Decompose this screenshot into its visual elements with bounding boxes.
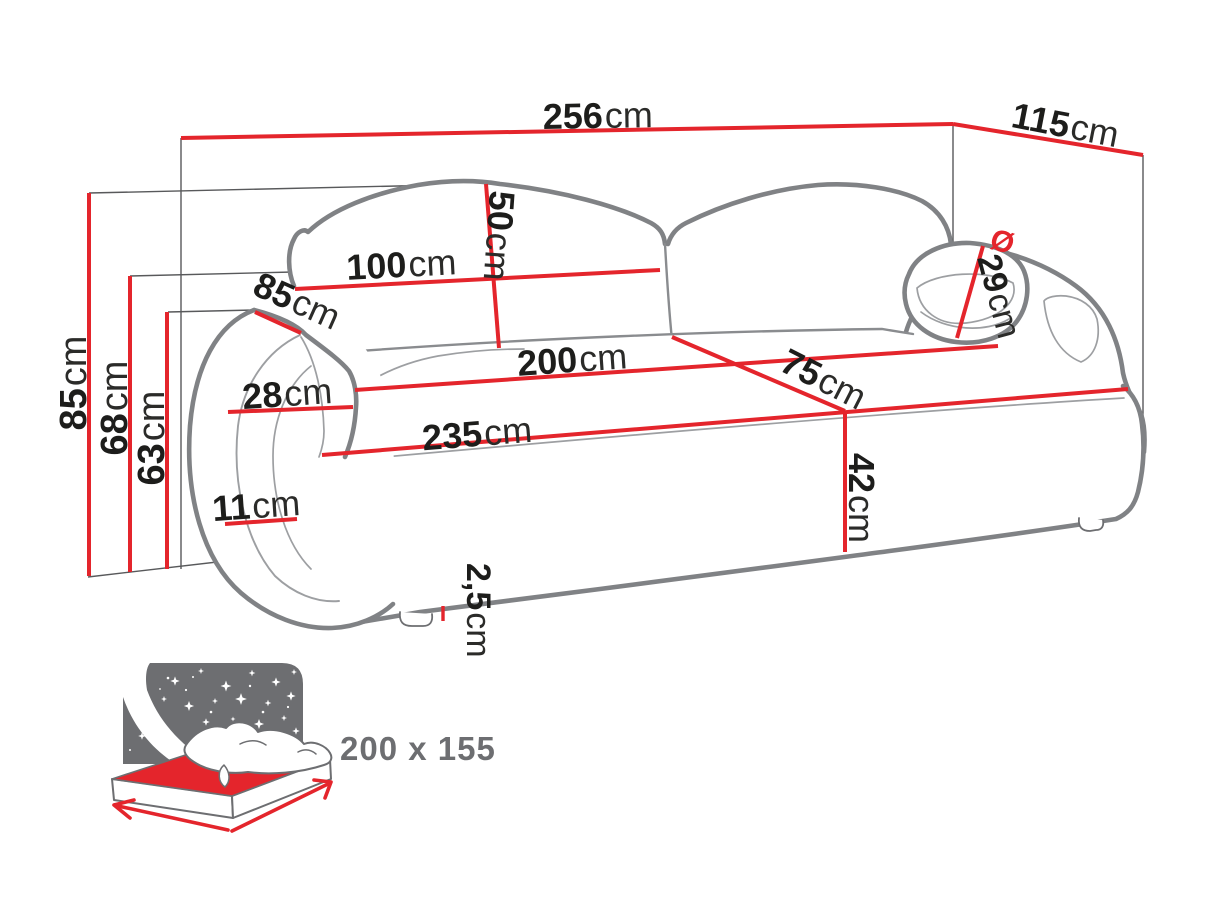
seat-back-edge bbox=[358, 327, 915, 353]
star-dot-icon bbox=[159, 688, 161, 690]
star-dot-icon bbox=[209, 710, 213, 714]
depth-arrow-icon bbox=[230, 778, 333, 833]
dim-line-backrest-cushion-height bbox=[484, 183, 501, 349]
sofa-leg-left bbox=[398, 611, 434, 627]
blanket-fold-left bbox=[239, 740, 267, 746]
blanket-fold-right bbox=[297, 749, 317, 755]
seat-base bbox=[312, 327, 1146, 630]
label-total-height: 85cm bbox=[53, 336, 95, 431]
armrest-right-inner-curve bbox=[1043, 294, 1100, 363]
star-dot-icon bbox=[192, 676, 194, 678]
star-dot-icon bbox=[129, 749, 131, 751]
sofa-leg-right bbox=[1077, 517, 1105, 532]
dim-line-backrest-cushion-width bbox=[294, 268, 661, 291]
backrest-valley-crease bbox=[663, 242, 674, 342]
label-armrest-height: 63cm bbox=[131, 391, 173, 486]
blanket-hanging-tail bbox=[218, 764, 230, 788]
label-total-depth: 115cm bbox=[1008, 94, 1122, 155]
dim-line-pillow-diameter bbox=[955, 245, 985, 339]
stars-sliver bbox=[127, 703, 146, 751]
label-seat-width: 200cm bbox=[516, 335, 629, 384]
star-dot-icon bbox=[248, 684, 252, 688]
dimension-labels: 256cm 115cm 85cm 68cm 63cm 50cm 100cm 85… bbox=[53, 94, 1122, 658]
armrest-left-outer-outline bbox=[186, 307, 396, 631]
label-seat-height: 42cm bbox=[841, 453, 882, 543]
sofa-drawing bbox=[186, 178, 1147, 631]
bolster-pillow-endcap bbox=[916, 273, 1015, 325]
height-63-connector-guide bbox=[167, 309, 255, 313]
star-dot-icon bbox=[166, 676, 170, 680]
bolster-pillow-bottom-arc bbox=[920, 311, 1010, 329]
dim-line-armrest-front-width bbox=[227, 405, 354, 414]
armrest-left-inner-line bbox=[300, 336, 325, 458]
label-armrest-front-width: 28cm bbox=[241, 370, 334, 417]
seat-base-fill bbox=[312, 329, 1144, 618]
star-dot-icon bbox=[134, 719, 138, 723]
backrest-cushion-left-outline bbox=[286, 178, 668, 289]
dim-line-total-width bbox=[180, 122, 954, 140]
star-icon bbox=[127, 703, 133, 709]
label-front-width: 235cm bbox=[421, 409, 534, 459]
label-total-width: 256cm bbox=[542, 94, 653, 137]
bed-headboard-left-sliver bbox=[123, 697, 176, 764]
seat-front-lower-line bbox=[317, 397, 1125, 464]
dim-line-armrest-bottom-width bbox=[224, 517, 298, 526]
armrest-left-front-hole bbox=[272, 365, 312, 570]
bed-blanket bbox=[183, 721, 333, 775]
label-backrest-cushion-height: 50cm bbox=[476, 189, 523, 282]
seat-right-and-bottom-outline bbox=[329, 383, 1146, 630]
label-backrest-height-floor: 68cm bbox=[94, 361, 136, 456]
label-backrest-cushion-width: 100cm bbox=[345, 241, 457, 288]
sleeping-area-icon: 200 x 155 bbox=[111, 663, 496, 833]
dim-line-armrest-top-depth bbox=[254, 310, 302, 335]
label-leg-height: 2,5cm bbox=[459, 563, 497, 658]
armrest-left bbox=[186, 305, 400, 631]
dim-line-total-depth bbox=[952, 122, 1144, 157]
dim-line-seat-width bbox=[354, 344, 999, 392]
sleeping-area-size-label: 200 x 155 bbox=[340, 730, 496, 767]
backrest-cushion-right-fill bbox=[668, 184, 952, 340]
dim-line-front-width bbox=[321, 387, 1129, 457]
bolster-pillow-outline bbox=[902, 240, 1030, 345]
width-arrow-icon bbox=[112, 798, 230, 832]
height-68-connector-guide bbox=[129, 271, 294, 277]
backrest-cushion-left bbox=[286, 178, 674, 352]
star-dot-icon bbox=[261, 710, 265, 714]
star-dot-icon bbox=[184, 688, 188, 692]
armrest-left-inner-rim bbox=[235, 334, 340, 603]
bolster-pillow bbox=[902, 240, 1030, 345]
star-dot-icon bbox=[286, 705, 290, 709]
dim-line-seat-depth bbox=[671, 335, 846, 413]
armrest-left-back-edge bbox=[251, 307, 359, 460]
backrest-cushion-left-fill bbox=[289, 181, 672, 352]
armrest-left-fill bbox=[189, 305, 400, 629]
dimension-lines bbox=[224, 183, 1129, 621]
label-armrest-bottom-width: 11cm bbox=[211, 482, 302, 529]
